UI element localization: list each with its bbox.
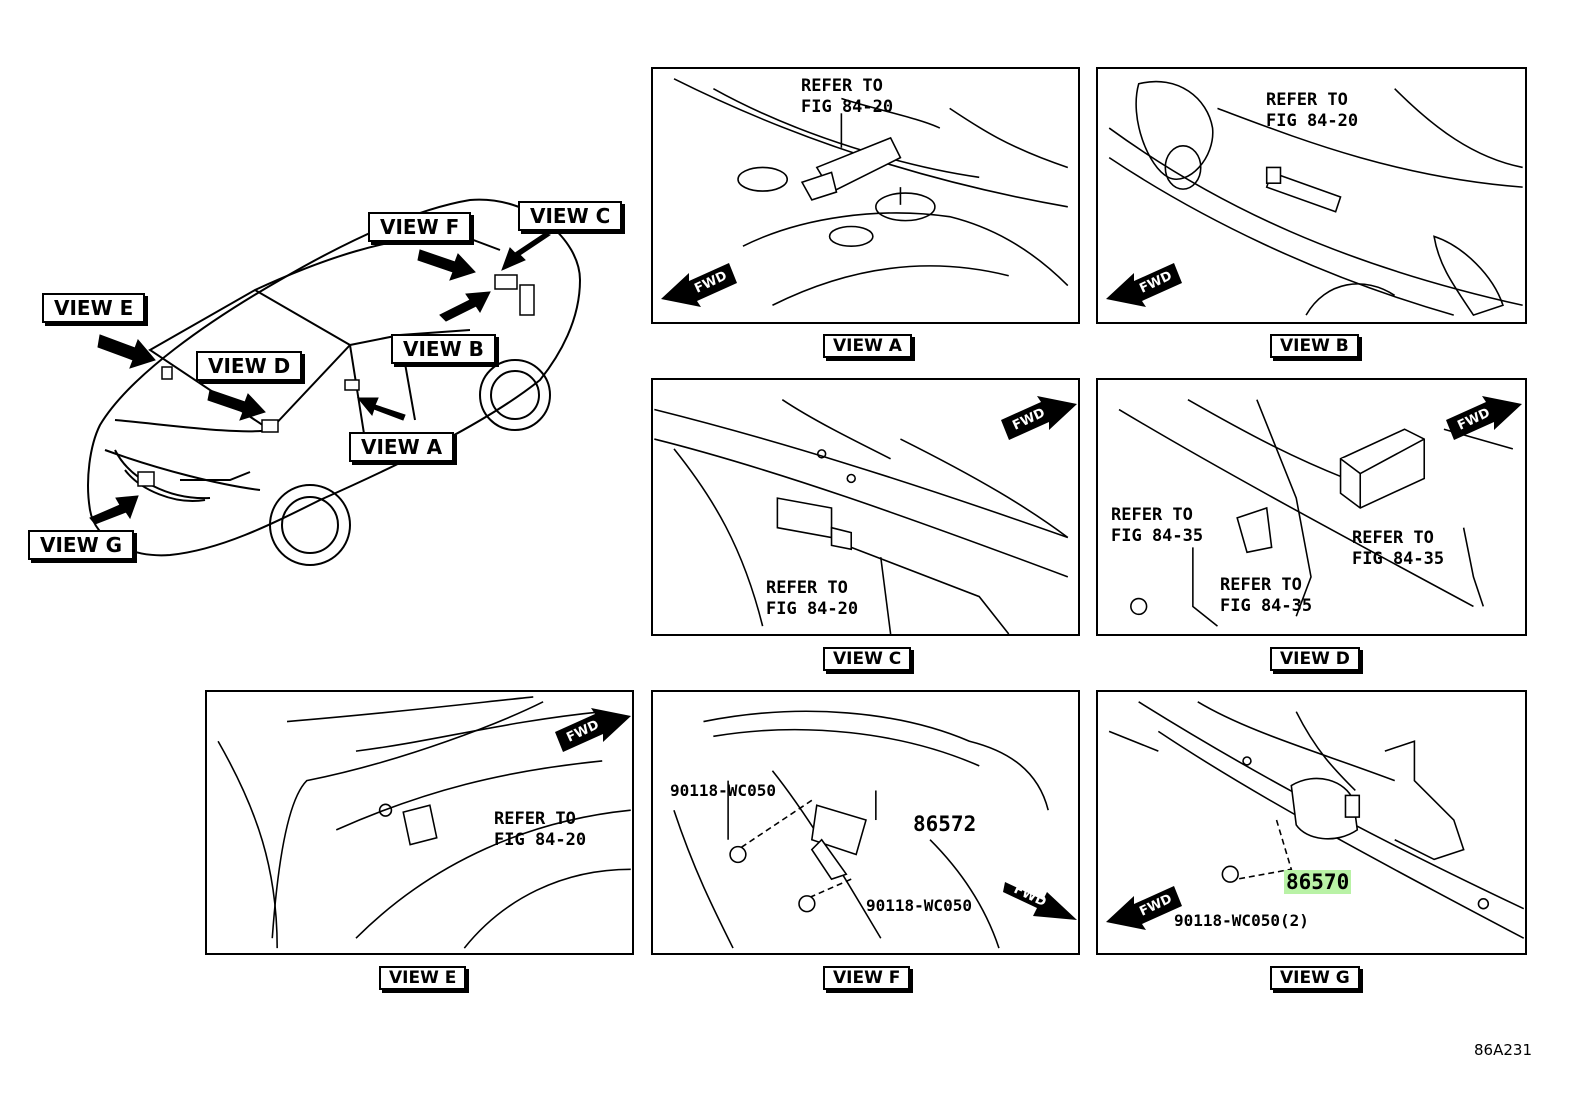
caption-view-a: VIEW A xyxy=(823,334,912,358)
panel-view-b: REFER TO FIG 84-20 FWD xyxy=(1096,67,1527,324)
caption-view-b: VIEW B xyxy=(1270,334,1359,358)
view-e-refer-note: REFER TO FIG 84-20 xyxy=(494,809,587,850)
fwd-arrow-icon: FWD xyxy=(999,392,1078,446)
fwd-arrow-icon: FWD xyxy=(659,261,739,315)
caption-view-d: VIEW D xyxy=(1270,647,1360,671)
panel-view-d: REFER TO FIG 84-35 REFER TO FIG 84-35 RE… xyxy=(1096,378,1527,636)
view-d-refer-note-right: REFER TO FIG 84-35 xyxy=(1352,528,1445,569)
view-f-part-bolt-2: 90118-WC050 xyxy=(866,896,972,915)
view-d-refer-note-mid: REFER TO FIG 84-35 xyxy=(1220,575,1313,616)
panel-view-c: REFER TO FIG 84-20 FWD xyxy=(651,378,1080,636)
part-highlight: 86570 xyxy=(1284,870,1352,894)
caption-view-g: VIEW G xyxy=(1270,966,1360,990)
view-f-part-bolt-1: 90118-WC050 xyxy=(670,781,776,800)
fwd-arrow-icon: FWD xyxy=(1104,884,1184,938)
vehicle-outline xyxy=(87,198,582,566)
diagram-id: 86A231 xyxy=(1474,1041,1532,1059)
view-c-drawing xyxy=(654,399,1069,634)
panel-view-g: 86570 90118-WC050(2) FWD xyxy=(1096,690,1527,955)
fwd-label: FWD xyxy=(1011,882,1048,910)
view-g-part-bolt: 90118-WC050(2) xyxy=(1174,911,1309,930)
overview-label-view-b: VIEW B xyxy=(391,334,496,364)
view-f-part-main: 86572 xyxy=(913,812,977,836)
view-a-drawing xyxy=(673,78,1069,306)
overview-label-view-a: VIEW A xyxy=(349,432,455,462)
overview-label-view-g: VIEW G xyxy=(28,530,135,560)
view-f-drawing xyxy=(673,710,1049,949)
view-d-drawing xyxy=(1118,399,1514,627)
panel-view-e: REFER TO FIG 84-20 FWD xyxy=(205,690,634,955)
view-b-refer-note: REFER TO FIG 84-20 xyxy=(1266,90,1359,131)
view-d-refer-note-left: REFER TO FIG 84-35 xyxy=(1111,505,1204,546)
caption-view-e: VIEW E xyxy=(379,966,467,990)
panel-view-a: REFER TO FIG 84-20 FWD xyxy=(651,67,1080,324)
fwd-arrow-icon: FWD xyxy=(1003,870,1078,926)
caption-view-c: VIEW C xyxy=(823,647,912,671)
overview-label-view-d: VIEW D xyxy=(196,351,303,381)
view-a-refer-note: REFER TO FIG 84-20 xyxy=(801,76,894,117)
overview-label-view-e: VIEW E xyxy=(42,293,146,323)
overview-label-view-f: VIEW F xyxy=(368,212,472,242)
view-g-part-main: 86570 xyxy=(1284,870,1352,894)
fwd-arrow-icon: FWD xyxy=(553,704,632,758)
vehicle-overview xyxy=(20,180,640,580)
view-b-drawing xyxy=(1108,80,1523,317)
fwd-arrow-icon: FWD xyxy=(1444,392,1524,446)
overview-label-view-c: VIEW C xyxy=(518,201,623,231)
view-c-refer-note: REFER TO FIG 84-20 xyxy=(766,578,859,619)
caption-view-f: VIEW F xyxy=(823,966,911,990)
fwd-arrow-icon: FWD xyxy=(1104,261,1184,315)
view-g-drawing xyxy=(1108,701,1525,939)
panel-view-f: 90118-WC050 86572 90118-WC050 FWD xyxy=(651,690,1080,955)
view-e-drawing xyxy=(217,696,631,949)
